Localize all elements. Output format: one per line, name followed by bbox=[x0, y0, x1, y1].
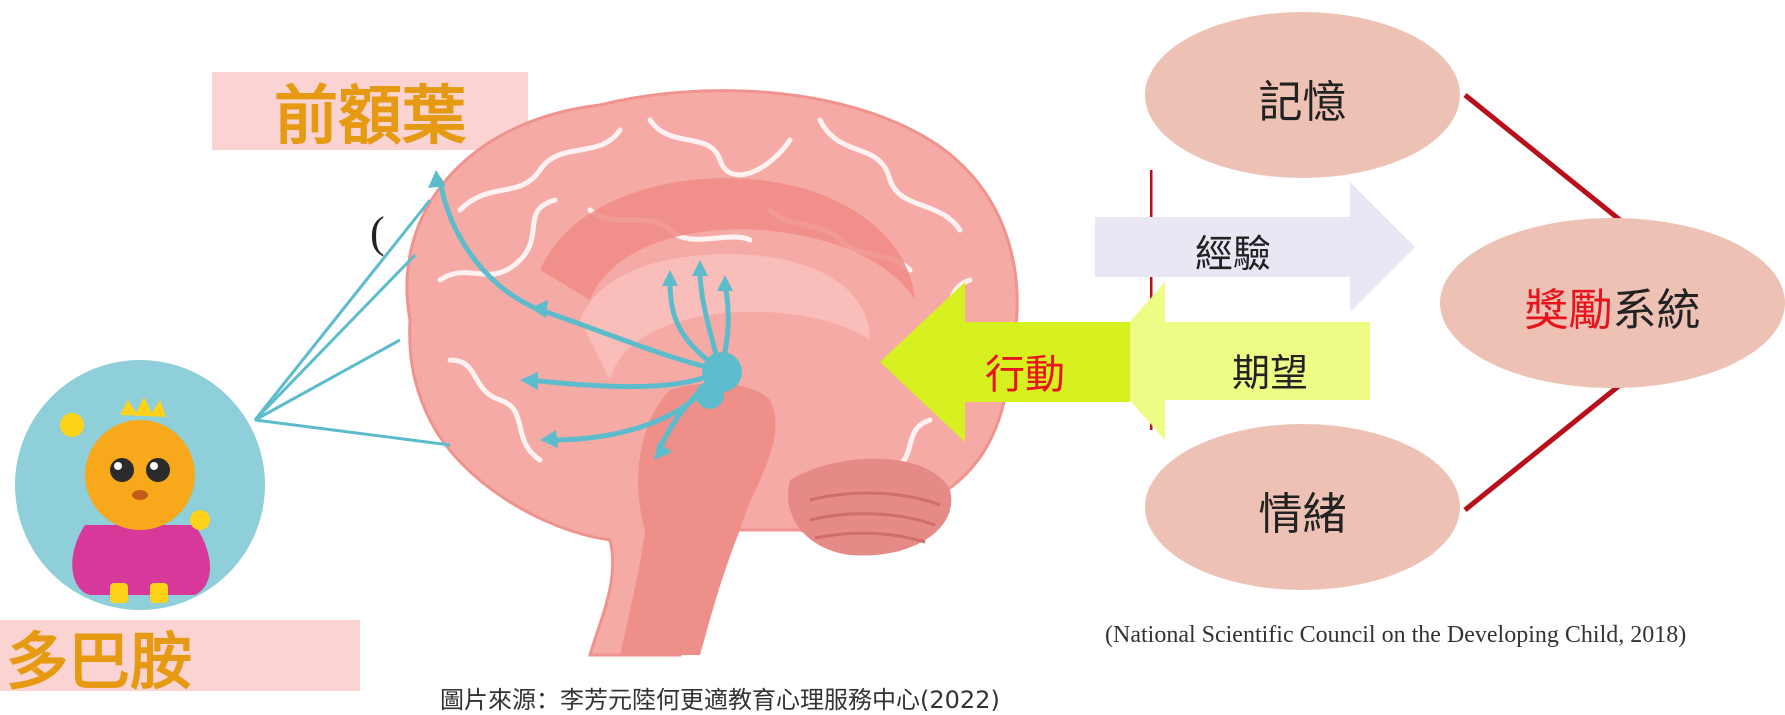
emotion-reward-link bbox=[1465, 385, 1620, 510]
memory-label: 記憶 bbox=[1145, 66, 1460, 130]
citation-text: (National Scientific Council on the Deve… bbox=[1105, 622, 1686, 649]
reward-system-label: 獎勵系統 bbox=[1440, 274, 1785, 338]
experience-label: 經驗 bbox=[1195, 223, 1271, 278]
reward-highlight: 獎勵 bbox=[1525, 285, 1613, 336]
action-label: 行動 bbox=[985, 342, 1065, 400]
dopamine-label: 多巴胺 bbox=[0, 620, 360, 691]
image-source-note: 圖片來源：李芳元陸何更適教育心理服務中心(2022) bbox=[440, 680, 1000, 715]
memory-reward-link bbox=[1465, 95, 1620, 220]
dopamine-pathway-lines bbox=[250, 180, 550, 460]
expectation-label: 期望 bbox=[1232, 342, 1308, 397]
cape-shape bbox=[72, 525, 210, 595]
emotion-label: 情緒 bbox=[1145, 478, 1460, 542]
dopamine-character-badge bbox=[10, 355, 270, 615]
reward-system-suffix: 系統 bbox=[1613, 285, 1701, 336]
